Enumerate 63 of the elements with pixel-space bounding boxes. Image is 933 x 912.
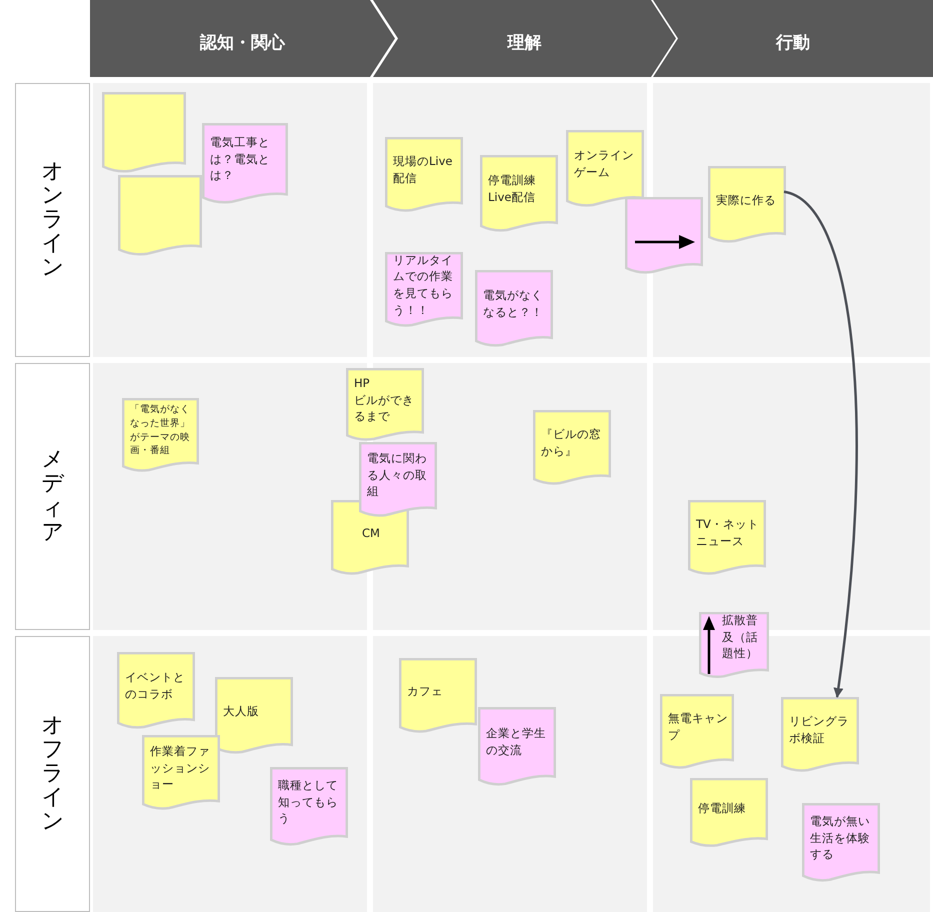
- sticky-note: [478, 707, 556, 787]
- sticky-note: [385, 252, 463, 328]
- sticky-note: [117, 652, 195, 730]
- row-header: [15, 83, 90, 357]
- note-text: 停電訓練Live配信: [488, 172, 537, 206]
- note-text: 職種として知ってもらう: [278, 776, 339, 827]
- note-text: HP: [354, 374, 371, 392]
- note-text: 電気工事とは？電気とは？: [210, 134, 271, 184]
- header-text: 行動: [776, 32, 810, 54]
- note-text: イベントとのコラボ: [125, 669, 186, 703]
- note-text: 電気がなくなると？！: [483, 287, 544, 321]
- sticky-note: [533, 410, 611, 486]
- sticky-note: [625, 197, 703, 275]
- chevron-header: [653, 0, 933, 77]
- sticky-note: [688, 500, 766, 576]
- note-text: 電気が無い生活を体験する: [810, 812, 871, 863]
- note-text: 大人版: [223, 702, 260, 720]
- note-text: 『ビルの窓から』: [541, 426, 602, 460]
- header-text: 認知・関心: [200, 32, 285, 54]
- note-text: オンラインゲーム: [574, 147, 635, 181]
- note-text: リアルタイムでの作業を見てもらう！！: [393, 252, 454, 318]
- sticky-note: [102, 92, 186, 174]
- sticky-note: [475, 270, 553, 348]
- sticky-note: [660, 694, 734, 770]
- note-text: 実際に作る: [716, 192, 777, 208]
- sticky-note: [399, 658, 477, 734]
- curved-arrow: [784, 190, 858, 698]
- note-text: 「電気がなくなった世界」がテーマの映画・番組: [130, 402, 191, 458]
- sticky-note: [118, 175, 202, 257]
- row-label: オフライン: [42, 714, 64, 834]
- sticky-note: [781, 697, 859, 773]
- sticky-note: [270, 767, 348, 847]
- chevron-header: [90, 0, 395, 77]
- note-text: 拡散普及（話題性）: [721, 612, 759, 662]
- sticky-note: [142, 735, 220, 811]
- note-text: CM: [362, 524, 380, 542]
- sticky-note: [215, 677, 293, 755]
- sticky-note: [122, 398, 199, 473]
- row-label: オンライン: [42, 160, 64, 280]
- sticky-note: [480, 155, 558, 233]
- note-text: 停電訓練: [698, 800, 747, 816]
- sticky-note: [385, 137, 463, 213]
- sticky-note: [802, 803, 880, 883]
- note-text: 作業着ファッションショー: [150, 742, 211, 793]
- note-text: リビングラボ検証: [789, 713, 850, 747]
- note-text: 現場のLive配信: [393, 153, 454, 187]
- note-text: 企業と学生の交流: [486, 725, 547, 759]
- sticky-note: [359, 442, 437, 518]
- sticky-note: [566, 130, 644, 208]
- note-text: カフェ: [407, 682, 444, 700]
- row-header: [15, 363, 90, 630]
- sticky-note: [202, 123, 288, 205]
- note-text: 電気に関わる人々の取組: [367, 450, 428, 500]
- header-text: 理解: [508, 32, 542, 54]
- sticky-note: [346, 368, 424, 442]
- row-label: メディア: [42, 448, 64, 545]
- sticky-note: [690, 778, 768, 848]
- sticky-note: [699, 612, 769, 679]
- note-text: ビルができるまで: [354, 392, 415, 425]
- row-header: [15, 636, 90, 912]
- note-text: 無電キャンプ: [668, 710, 728, 744]
- note-text: TV・ネットニュース: [696, 516, 760, 550]
- sticky-note: [708, 166, 786, 244]
